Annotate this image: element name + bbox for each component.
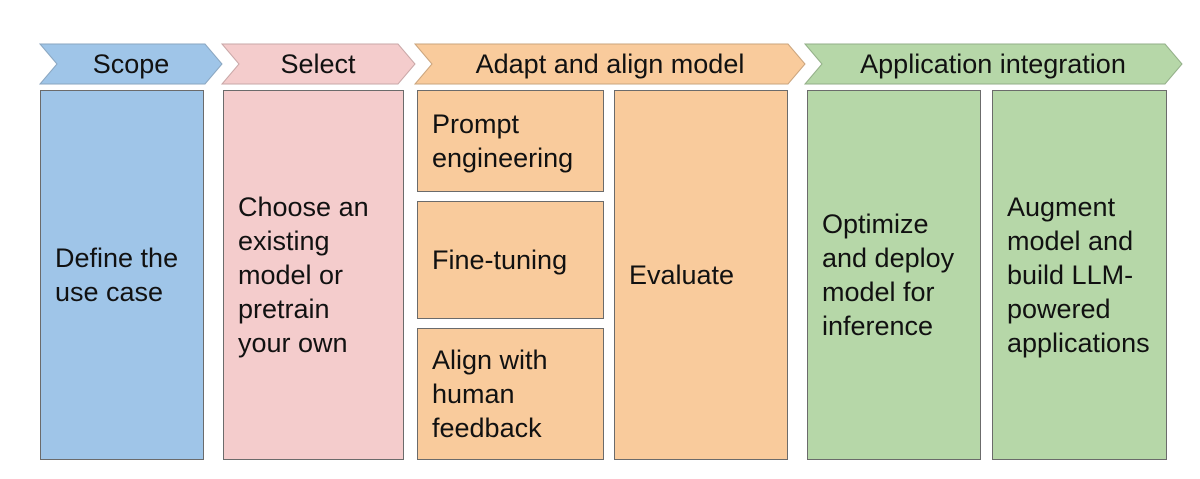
- box-fine-tuning-text: Fine-tuning: [432, 245, 568, 275]
- box-fine-tuning: Fine-tuning: [417, 201, 604, 319]
- box-augment-model-text: Augment model and build LLM- powered app…: [1007, 192, 1150, 358]
- stage-label-application: Application integration: [860, 48, 1126, 79]
- box-augment-model: Augment model and build LLM- powered app…: [992, 90, 1167, 460]
- box-prompt-engineering: Prompt engineering: [417, 90, 604, 192]
- stage-label-adapt: Adapt and align model: [475, 48, 745, 79]
- box-evaluate-text: Evaluate: [629, 260, 735, 290]
- chevron-scope: [38, 43, 223, 85]
- box-evaluate: Evaluate: [614, 90, 788, 460]
- box-define-use-case: Define the use case: [40, 90, 204, 460]
- stage-label-scope: Scope: [92, 48, 170, 79]
- box-choose-model: Choose an existing model or pretrain you…: [223, 90, 404, 460]
- box-prompt-engineering-text: Prompt engineering: [432, 109, 574, 173]
- box-define-use-case-text: Define the use case: [55, 243, 179, 307]
- chevron-application: [803, 43, 1183, 85]
- box-optimize-deploy: Optimize and deploy model for inference: [807, 90, 981, 460]
- box-choose-model-text: Choose an existing model or pretrain you…: [238, 192, 369, 358]
- stage-label-select: Select: [280, 48, 356, 79]
- chevron-select: [220, 43, 416, 85]
- chevron-adapt: [413, 43, 806, 85]
- box-optimize-deploy-text: Optimize and deploy model for inference: [822, 209, 955, 341]
- box-align-human-feedback-text: Align with human feedback: [432, 345, 548, 443]
- box-align-human-feedback: Align with human feedback: [417, 328, 604, 460]
